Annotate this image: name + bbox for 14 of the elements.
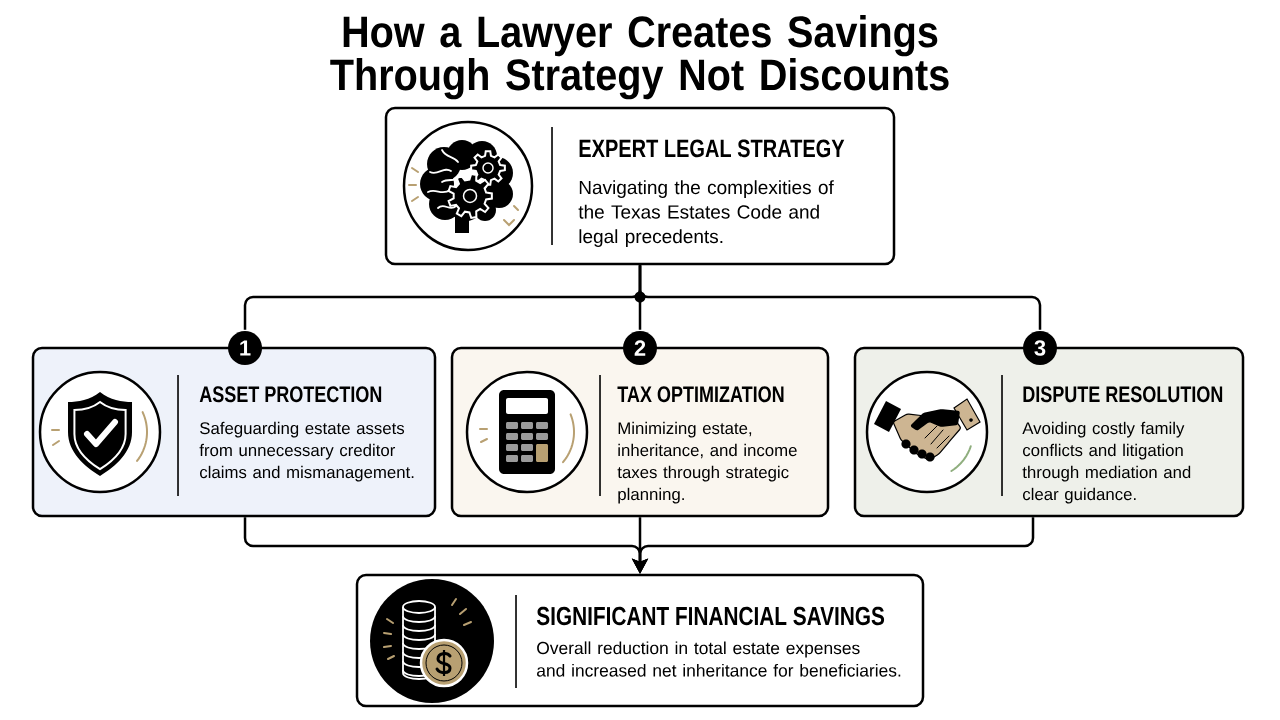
heading: ASSET PROTECTION — [199, 386, 382, 403]
heading: EXPERT LEGAL STRATEGY — [579, 139, 845, 158]
heading: TAX OPTIMIZATION — [617, 386, 784, 403]
description: Overall reduction in total estate expenses and increased net inheritance for beneficiaries. — [537, 641, 901, 677]
description: Minimizing estate, inheritance, and income taxes through strategic planning. — [617, 421, 797, 504]
description: Navigating the complexities of the Texas Estates Code and legal precedents. — [578, 180, 834, 247]
number-badge: 1 — [228, 331, 262, 365]
title: How a Lawyer Creates Savings Through Strategy Not Discounts — [330, 15, 949, 100]
number-badge: 2 — [623, 331, 657, 365]
number-badge: 3 — [1023, 331, 1057, 365]
description: Avoiding costly family conflicts and litigation through mediation and clear guidance. — [1022, 421, 1191, 504]
heading: SIGNIFICANT FINANCIAL SAVINGS — [536, 606, 885, 626]
heading: DISPUTE RESOLUTION — [1023, 386, 1223, 403]
description: Safeguarding estate assets from unnecessary creditor claims and mismanagement. — [199, 421, 414, 482]
